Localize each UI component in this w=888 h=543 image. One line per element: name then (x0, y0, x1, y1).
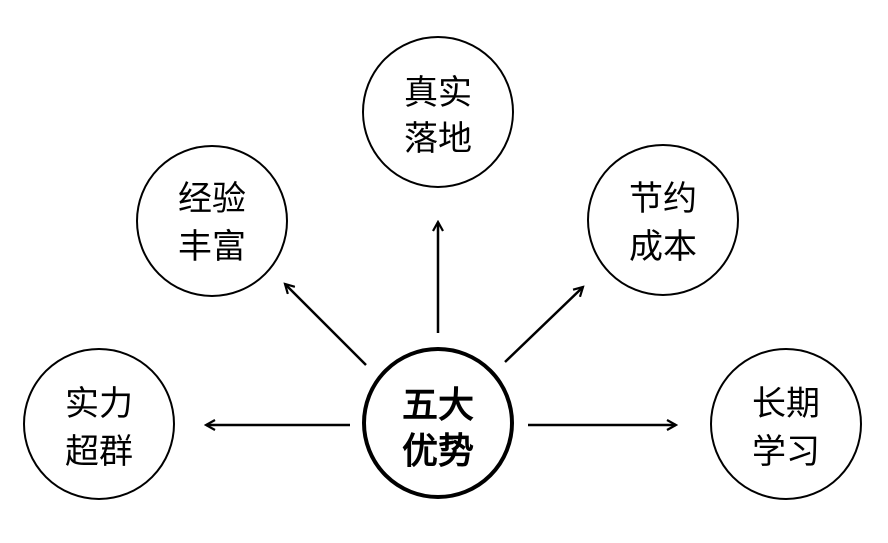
node-left: 实力 超群 (23, 348, 175, 500)
arrow-upper-left (285, 284, 367, 366)
node-upper-left-line2: 丰富 (178, 227, 246, 267)
center-line2: 优势 (402, 431, 474, 472)
arrow-upper-right (504, 287, 583, 363)
node-upper-left-line1: 经验 (178, 179, 246, 219)
node-top: 真实 落地 (362, 36, 514, 188)
node-left-line2: 超群 (65, 432, 133, 472)
node-right: 长期 学习 (710, 348, 862, 500)
node-top-line1: 真实 (404, 73, 472, 113)
node-top-line2: 落地 (404, 119, 472, 159)
node-right-line2: 学习 (752, 432, 820, 472)
center-node: 五大 优势 (362, 347, 514, 499)
node-left-line1: 实力 (65, 384, 133, 424)
node-upper-right: 节约 成本 (587, 144, 739, 296)
node-right-line1: 长期 (752, 384, 820, 424)
node-upper-right-line2: 成本 (629, 227, 697, 267)
node-upper-right-line1: 节约 (629, 179, 697, 219)
node-upper-left: 经验 丰富 (136, 145, 288, 297)
center-line1: 五大 (402, 385, 474, 426)
